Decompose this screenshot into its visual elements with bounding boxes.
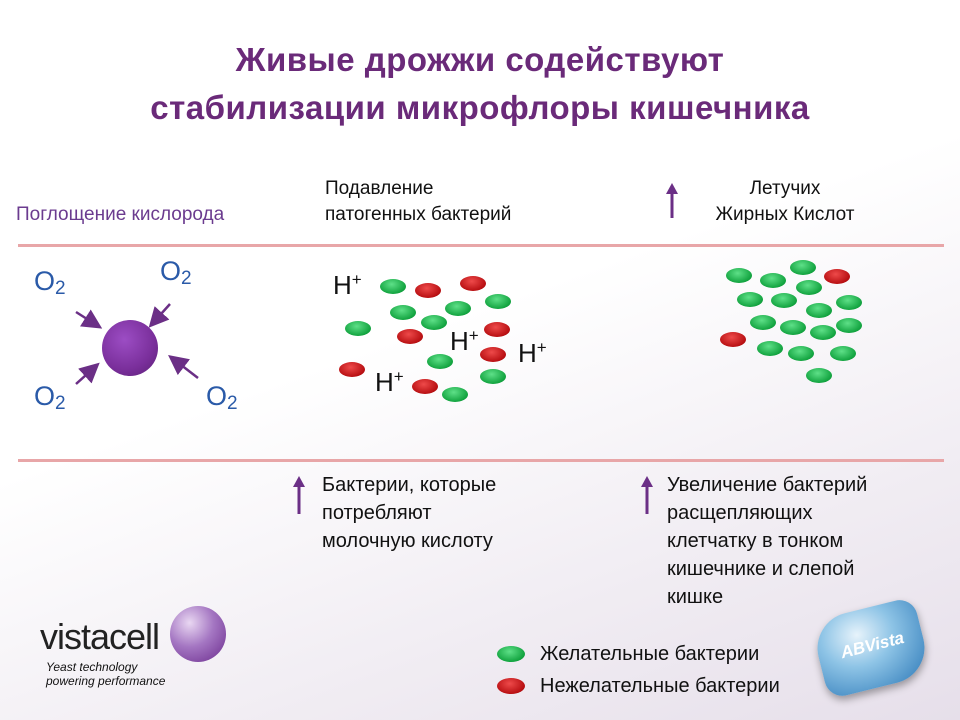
- oxygen-label: O2: [206, 381, 238, 414]
- legend-desirable-swatch: [497, 646, 525, 662]
- vistacell-tagline-2: powering performance: [46, 674, 166, 688]
- lactic-line-1: Бактерии, которые: [322, 474, 497, 496]
- title-line-2: стабилизации микрофлоры кишечника: [150, 89, 810, 126]
- desirable-bacterium: [757, 341, 783, 356]
- hydrogen-ion-label: H+: [450, 326, 479, 356]
- lactic-line-3: молочную кислоту: [322, 530, 493, 552]
- oxygen-label: O2: [34, 266, 66, 299]
- abvista-logo: ABVista: [809, 596, 933, 700]
- desirable-bacterium: [771, 293, 797, 308]
- undesirable-bacterium: [397, 329, 423, 344]
- increase-arrow-icon: [293, 476, 305, 514]
- hydrogen-ion-label: H+: [518, 338, 547, 368]
- desirable-bacterium: [345, 321, 371, 336]
- fiber-line-3: клетчатку в тонком: [667, 530, 844, 552]
- undesirable-bacterium: [415, 283, 441, 298]
- undesirable-bacterium: [484, 322, 510, 337]
- vfa-label-line-1: Летучих: [749, 178, 821, 199]
- increase-arrow-icon: [641, 476, 653, 514]
- slide-title: Живые дрожжи содействуют стабилизации ми…: [0, 36, 960, 132]
- desirable-bacterium: [836, 295, 862, 310]
- hydrogen-ion-label: H+: [333, 270, 362, 300]
- yeast-cell: [102, 320, 158, 376]
- desirable-bacterium: [790, 260, 816, 275]
- vistacell-logo-icon: [170, 606, 226, 662]
- fiber-line-1: Увеличение бактерий: [667, 474, 868, 496]
- oxygen-uptake-label: Поглощение кислорода: [16, 204, 225, 225]
- hydrogen-ion-label: H+: [375, 367, 404, 397]
- lactic-bacteria-text: Бактерии, которые потребляют молочную ки…: [322, 471, 496, 555]
- title-line-1: Живые дрожжи содействуют: [235, 41, 725, 78]
- pathogen-suppression-label: Подавление патогенных бактерий: [325, 176, 511, 228]
- pathogen-label-line-2: патогенных бактерий: [325, 204, 512, 225]
- desirable-bacterium: [806, 368, 832, 383]
- vfa-label-line-2: Жирных Кислот: [715, 204, 855, 225]
- undesirable-bacterium: [824, 269, 850, 284]
- fiber-line-5: кишке: [667, 586, 724, 608]
- oxygen-arrows: [75, 303, 199, 385]
- desirable-bacterium: [796, 280, 822, 295]
- desirable-bacterium: [780, 320, 806, 335]
- fiber-bacteria-text: Увеличение бактерий расщепляющих клетчат…: [667, 471, 867, 611]
- desirable-bacterium: [806, 303, 832, 318]
- oxygen-label: O2: [34, 381, 66, 414]
- legend-undesirable-swatch: [497, 678, 525, 694]
- desirable-bacterium: [427, 354, 453, 369]
- top-divider: [18, 244, 944, 247]
- vfa-label: Летучих Жирных Кислот: [690, 176, 880, 228]
- vistacell-wordmark: vistacell: [40, 616, 160, 657]
- desirable-bacterium: [442, 387, 468, 402]
- desirable-bacterium: [480, 369, 506, 384]
- desirable-bacterium: [445, 301, 471, 316]
- desirable-bacterium: [726, 268, 752, 283]
- desirable-bacterium: [836, 318, 862, 333]
- undesirable-bacterium: [412, 379, 438, 394]
- oxygen-label: O2: [160, 256, 192, 289]
- undesirable-bacterium: [720, 332, 746, 347]
- fiber-line-2: расщепляющих: [667, 502, 813, 524]
- lactic-line-2: потребляют: [322, 502, 432, 524]
- abvista-wordmark: ABVista: [838, 628, 906, 663]
- desirable-bacterium: [788, 346, 814, 361]
- increase-arrow-icon: [666, 183, 678, 218]
- desirable-bacterium: [810, 325, 836, 340]
- legend-undesirable-label: Нежелательные бактерии: [540, 675, 780, 697]
- vistacell-tagline-1: Yeast technology: [46, 660, 138, 674]
- fiber-line-4: кишечнике и слепой: [667, 558, 855, 580]
- desirable-bacterium: [485, 294, 511, 309]
- undesirable-bacterium: [480, 347, 506, 362]
- vistacell-tagline: Yeast technology powering performance: [46, 660, 165, 688]
- pathogen-label-line-1: Подавление: [325, 178, 434, 199]
- desirable-bacterium: [750, 315, 776, 330]
- desirable-bacterium: [737, 292, 763, 307]
- desirable-bacterium: [830, 346, 856, 361]
- desirable-bacterium: [380, 279, 406, 294]
- bottom-divider: [18, 459, 944, 462]
- desirable-bacterium: [390, 305, 416, 320]
- undesirable-bacterium: [339, 362, 365, 377]
- vistacell-logo: vistacell Yeast technology powering perf…: [40, 604, 230, 694]
- legend-desirable-label: Желательные бактерии: [540, 643, 760, 665]
- undesirable-bacterium: [460, 276, 486, 291]
- desirable-bacterium: [760, 273, 786, 288]
- desirable-bacterium: [421, 315, 447, 330]
